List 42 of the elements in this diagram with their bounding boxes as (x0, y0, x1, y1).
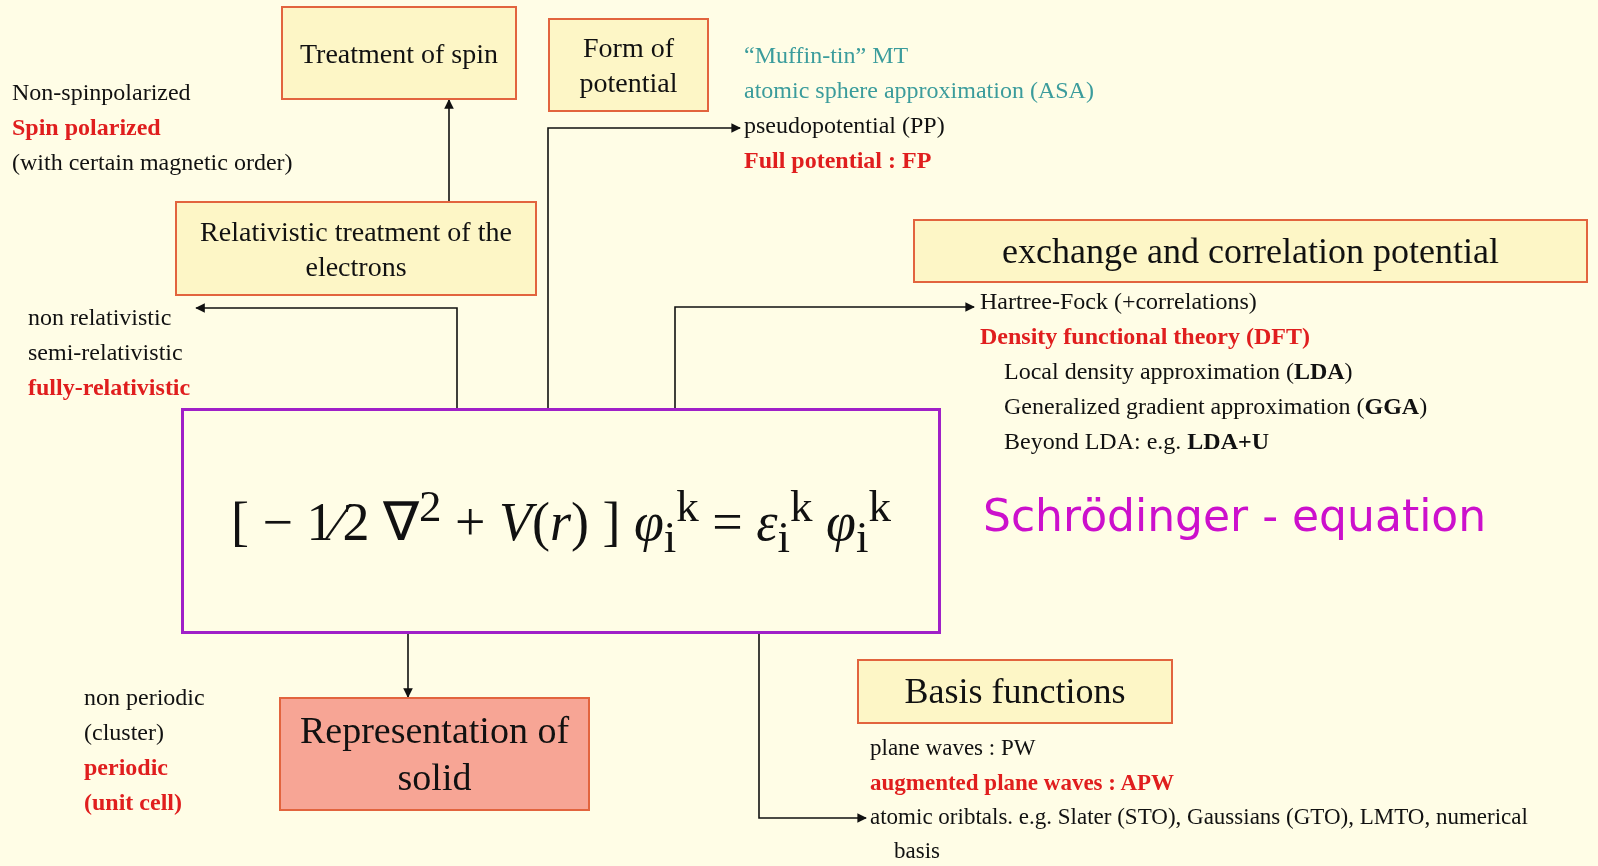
list-item: Spin polarized (12, 113, 161, 142)
arrow (403, 633, 413, 698)
arrow (444, 99, 454, 202)
list-item: (cluster) (84, 718, 164, 747)
box-title: exchange and correlation potential (1002, 229, 1499, 273)
list-item: semi-relativistic (28, 338, 183, 367)
list-item: pseudopotential (PP) (744, 111, 945, 140)
list-item: Full potential : FP (744, 146, 932, 175)
list-item: atomic oribtals. e.g. Slater (STO), Gaussians (GTO), LMTO, numerical basis (870, 803, 1529, 865)
list-item: Density functional theory (DFT) (980, 322, 1310, 351)
list-item: non periodic (84, 683, 205, 712)
list-item: Generalized gradient approximation (GGA) (1003, 392, 1428, 421)
concept-box (175, 201, 537, 296)
list-item: (unit cell) (84, 788, 182, 817)
list-item: (with certain magnetic order) (12, 148, 293, 177)
box-title: Basis functions (904, 670, 1126, 713)
arrow (758, 633, 867, 823)
arrow (195, 303, 458, 409)
list-item: periodic (84, 753, 168, 782)
concept-box (913, 219, 1588, 283)
list-item: Beyond LDA: e.g. LDA+U (1003, 427, 1269, 456)
concept-box (279, 697, 590, 811)
box-title: Treatment of spin (299, 36, 499, 71)
list-item: plane waves : PW (870, 734, 1036, 762)
box-title: Form of potential (578, 31, 679, 100)
list-item: fully-relativistic (28, 373, 191, 402)
list-item: augmented plane waves : APW (870, 769, 1175, 797)
list-item: Local density approximation (LDA) (1003, 357, 1353, 386)
concept-box (857, 659, 1173, 724)
box-title: Relativistic treatment of the electrons (199, 214, 513, 284)
diagram-label: Schrödinger - equation (983, 490, 1487, 541)
list-item: atomic sphere approximation (ASA) (744, 76, 1094, 105)
arrow (547, 123, 741, 409)
list-item: non relativistic (28, 303, 172, 332)
box-title: Representation of solid (298, 707, 571, 800)
equation-box (181, 408, 941, 634)
concept-box (548, 18, 709, 112)
concept-box (281, 6, 517, 100)
arrow (674, 302, 975, 409)
list-item: “Muffin-tin” MT (744, 41, 909, 70)
list-item: Non-spinpolarized (12, 78, 191, 107)
list-item: Hartree-Fock (+correlations) (980, 287, 1257, 316)
